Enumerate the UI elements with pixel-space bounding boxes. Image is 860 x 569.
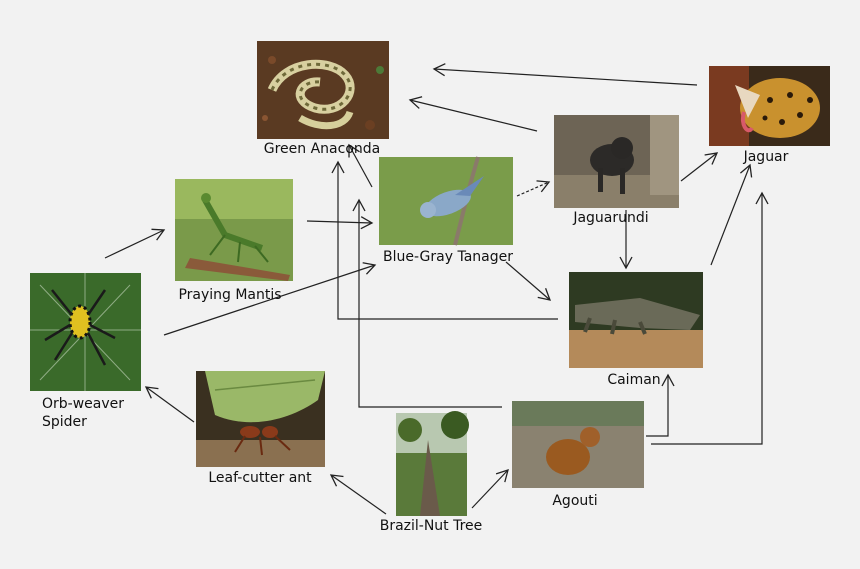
label-green-anaconda: Green Anaconda [263,141,381,157]
arrow-jaguarundi-to-anaconda [408,96,538,132]
orb-weaver-spider-photo [30,273,141,391]
label-orb-weaver-line1: Orb-weaver [42,396,125,412]
label-jaguar: Jaguar [743,149,789,165]
arrow-tree-to-ant [329,474,387,515]
label-brazil-nut-tree: Brazil-Nut Tree [379,518,483,534]
arrow-agouti-to-caiman [646,373,675,437]
label-blue-gray-tanager: Blue-Gray Tanager [383,249,513,265]
blue-gray-tanager-photo [379,156,513,246]
arrow-tree-to-agouti [471,469,509,509]
label-caiman: Caiman [607,372,661,388]
label-leaf-cutter-ant: Leaf-cutter ant [208,470,312,486]
arrow-caiman-to-anaconda [331,160,558,320]
agouti-photo [512,401,644,488]
arrow-jaguarundi-to-jaguar [680,152,719,182]
arrow-jaguar-to-anaconda [432,63,698,86]
arrow-caiman-to-jaguar [710,163,753,266]
leaf-cutter-ant-photo [196,371,325,467]
label-praying-mantis: Praying Mantis [178,287,282,303]
label-agouti: Agouti [552,493,598,509]
arrow-tanager-to-anaconda [348,143,373,188]
label-orb-weaver-line2: Spider [42,414,87,430]
caiman-photo [569,272,703,368]
arrow-mantis-to-tanager [306,216,374,230]
jaguar-photo [709,66,830,146]
arrows [104,63,769,515]
arrow-tanager-to-jaguarundi [516,180,551,197]
green-anaconda-photo [257,41,389,139]
arrow-spider-to-tanager [163,262,377,336]
arrow-agouti-to-jaguar [651,191,769,445]
arrow-agouti-to-tanager [352,198,502,408]
arrow-ant-to-spider [144,386,195,423]
arrow-tanager-to-caiman [505,261,552,301]
label-jaguarundi: Jaguarundi [573,210,649,226]
jaguarundi-photo [554,115,679,208]
brazil-nut-tree-photo [396,411,469,516]
praying-mantis-photo [175,179,293,281]
arrow-spider-to-mantis [104,228,166,259]
